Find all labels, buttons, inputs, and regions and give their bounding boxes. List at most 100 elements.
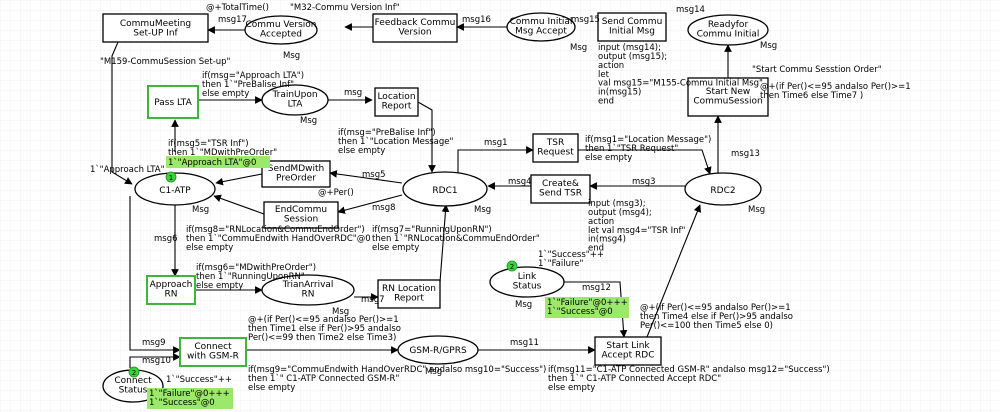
m159-annotation: "M159-CommuSession Set-up" — [100, 57, 231, 67]
token-c1-atp: 1 — [165, 171, 177, 183]
marking-c1-atp: 1`"Approach LTA"@0 — [166, 156, 270, 168]
m32-annotation: "M32-Commu Version Inf" — [290, 3, 400, 13]
msg-type-label: Msg — [192, 205, 209, 215]
msg-type-label: Msg — [283, 51, 300, 61]
c1atp-guard: if(msg11="C1-ATP Connected GSM-R" andals… — [548, 365, 830, 393]
token-link-status-count: 2 — [510, 263, 514, 271]
transition-create-send-tsr-label: Create&Send TSR — [539, 179, 582, 198]
inscriptions: @+TotalTime() "M32-Commu Version Inf" "M… — [90, 3, 911, 393]
msg-type-label: Msg — [760, 41, 777, 51]
location-msg-guard: if(msg1="Location Message")then 1`"TSR R… — [585, 135, 711, 163]
place-gsm-r-gprs[interactable]: GSM-R/GPRS — [397, 335, 479, 365]
runningupon-guard: if(msg7="RunningUponRN")then 1`"RNLocati… — [372, 225, 540, 253]
arc-label-msg15: msg15 — [571, 15, 600, 25]
arc-label-per: @+Per() — [318, 188, 354, 198]
arc-label-msg9: msg9 — [142, 338, 166, 348]
token-c1-atp-count: 1 — [169, 174, 173, 182]
place-rdc2[interactable]: RDC2 — [684, 172, 762, 206]
place-gsm-gprs-label: GSM-R/GPRS — [409, 346, 467, 356]
transition-pass-lta[interactable]: Pass LTA — [147, 85, 199, 119]
link-initial: 1`"Success"++1`"Failure" — [538, 249, 604, 269]
token-link-status: 2 — [506, 260, 518, 272]
arc-labels: msg17 msg16 msg15 msg14 msg msg1 msg13 m… — [142, 5, 760, 366]
marking-connect-status: 1`"Failure"@0+++1`"Success"@0 — [147, 388, 233, 409]
arc-label-msg: msg — [344, 88, 362, 98]
arc-label-msg1: msg1 — [484, 138, 508, 148]
connect-initial: 1`"Success"++ — [166, 374, 232, 385]
place-c1-atp[interactable]: C1-ATP — [134, 172, 216, 206]
msg-type-label: Msg — [425, 367, 442, 377]
msg-type-label: Msg — [570, 43, 587, 53]
marking-c1-atp-text: 1`"Approach LTA"@0 — [168, 157, 256, 168]
transition-pass-lta-label: Pass LTA — [154, 98, 192, 108]
mdwith-guard: if(msg6="MDwithPreOrder")then 1`"Running… — [196, 263, 316, 291]
rnlocation-guard: if(msg8="RNLocation&CommuEndOrder")then … — [186, 225, 371, 253]
arc-label-msg10: msg10 — [142, 356, 171, 366]
place-c1-atp-label: C1-ATP — [159, 186, 191, 196]
msg-type-label: Msg — [474, 205, 491, 215]
arc-label-msg17: msg17 — [218, 15, 247, 25]
marking-connect-status-text: 1`"Failure"@0+++1`"Success"@0 — [149, 388, 230, 408]
arc-label-msg7: msg7 — [361, 295, 385, 305]
arc-label-msg11: msg11 — [510, 338, 539, 348]
approach-lta-initial: 1`"Approach LTA" — [90, 164, 165, 175]
transition-create-send-tsr[interactable]: Create&Send TSR — [530, 174, 591, 204]
commuend-guard: if(msg9="CommuEndwith HandOverRDC" andal… — [248, 365, 546, 393]
msg-type-label: Msg — [332, 307, 349, 317]
msg-type-label: Msg — [300, 116, 317, 126]
approach-guard: if(msg="Approach LTA")then 1`"PreBalise … — [202, 71, 304, 99]
prebalise-guard: if(msg="PreBalise Inf")then 1`"Location … — [338, 128, 454, 156]
place-rdc1[interactable]: RDC1 — [402, 171, 488, 207]
arc-label-msg16: msg16 — [462, 15, 491, 25]
place-rdc1-label: RDC1 — [432, 186, 457, 196]
place-rdc2-label: RDC2 — [710, 186, 735, 196]
total-time-annotation: @+TotalTime() — [206, 3, 269, 13]
arc-label-msg12: msg12 — [582, 283, 611, 293]
arc-label-msg4: msg4 — [508, 177, 532, 187]
msg-type-label: Msg — [748, 205, 765, 215]
arc-label-msg13: msg13 — [731, 149, 760, 159]
msg-type-label: Msg — [515, 300, 532, 310]
tsr-inf-guard: if(msg5="TSR Inf")then 1`"MDwithPreOrder… — [168, 139, 277, 158]
arc-label-msg3: msg3 — [632, 177, 656, 187]
arcs — [111, 23, 732, 368]
